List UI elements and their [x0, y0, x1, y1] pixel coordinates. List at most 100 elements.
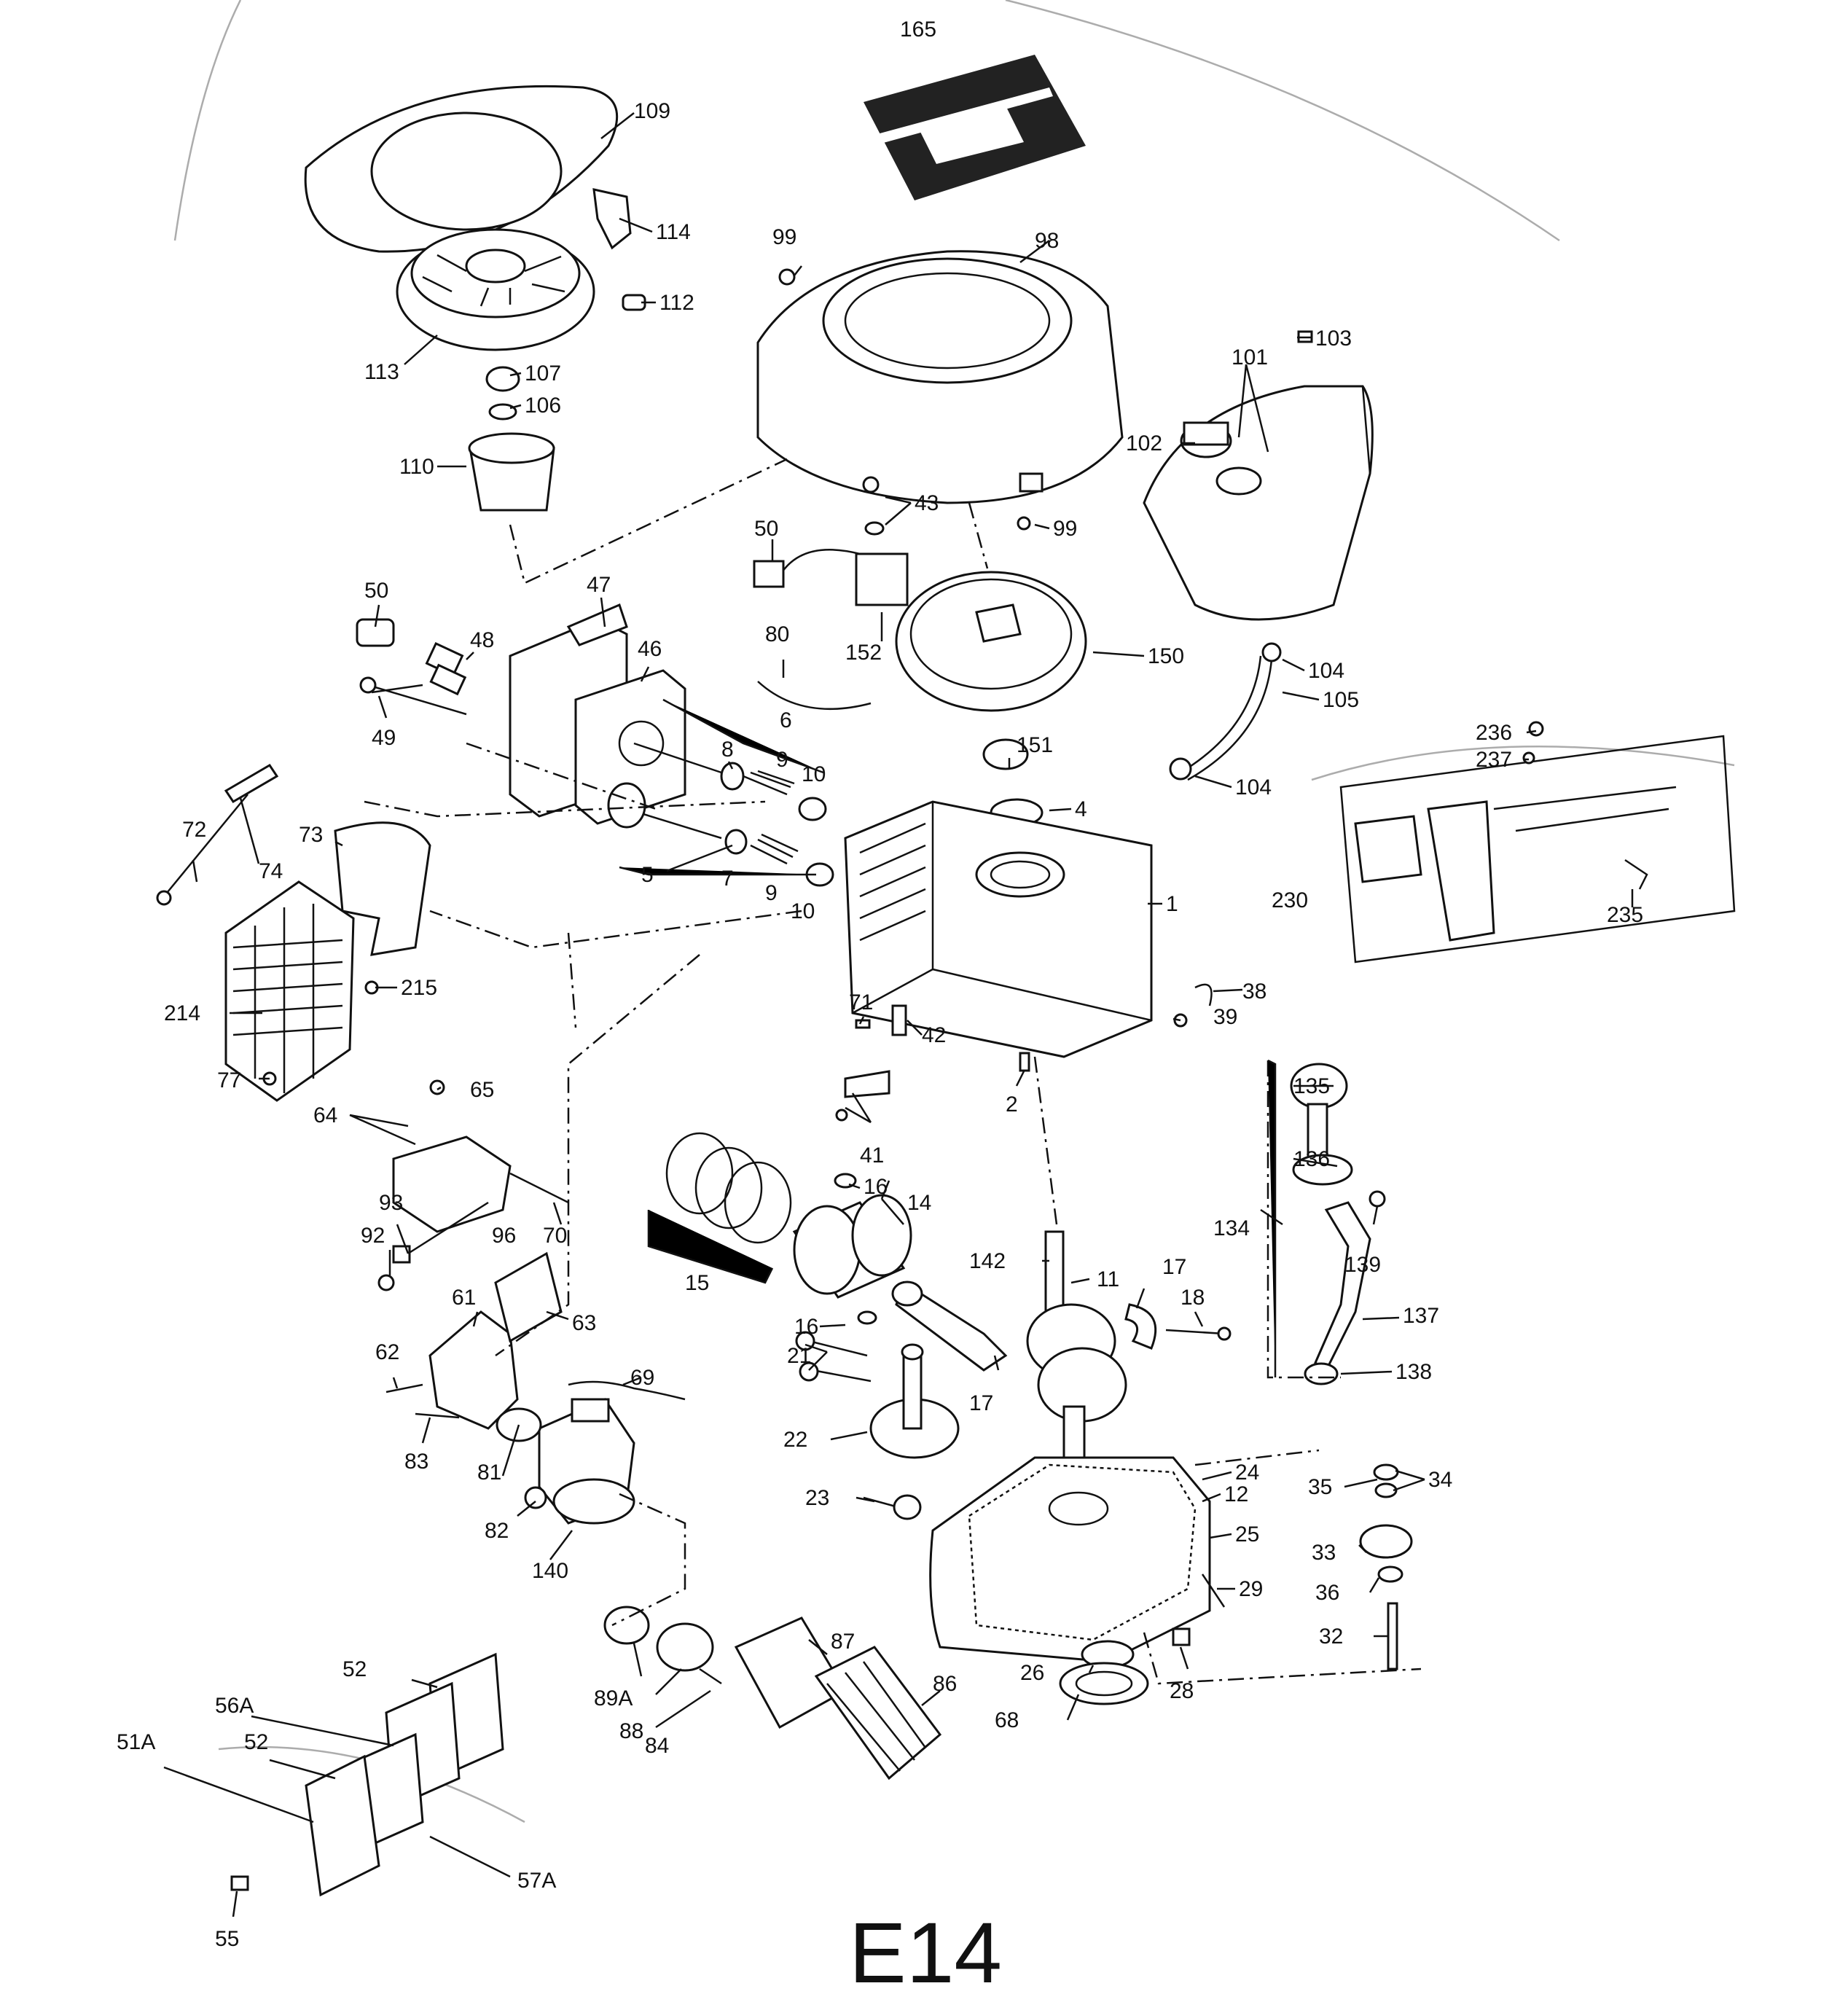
callout-69: 69 — [630, 1366, 654, 1390]
flywheel-part — [895, 571, 1087, 712]
callout-29: 29 — [1239, 1577, 1263, 1601]
callout-25: 25 — [1235, 1522, 1259, 1547]
callout-104-bottom: 104 — [1235, 775, 1272, 799]
callout-93: 93 — [379, 1191, 403, 1215]
ignition-coil-part — [753, 549, 909, 606]
callout-57a: 57A — [517, 1869, 556, 1893]
callout-61: 61 — [452, 1286, 476, 1310]
callout-87: 87 — [831, 1630, 855, 1654]
callout-82: 82 — [485, 1519, 509, 1543]
leader-lines — [163, 112, 1634, 1917]
callout-237: 237 — [1476, 748, 1512, 772]
callout-99-mid: 99 — [1053, 517, 1077, 541]
callout-18: 18 — [1181, 1286, 1205, 1310]
callout-214: 214 — [164, 1001, 200, 1025]
callout-34: 34 — [1428, 1468, 1452, 1492]
callout-103: 103 — [1315, 327, 1352, 351]
sump-part — [929, 1456, 1211, 1663]
callout-50-coil: 50 — [754, 517, 778, 541]
callout-28: 28 — [1170, 1679, 1194, 1703]
ground-wire-part — [757, 681, 872, 711]
callout-38: 38 — [1242, 980, 1266, 1004]
callout-46: 46 — [638, 637, 662, 661]
callout-70: 70 — [543, 1224, 567, 1248]
callout-55: 55 — [215, 1927, 239, 1951]
callout-113: 113 — [364, 360, 399, 384]
callout-139: 139 — [1344, 1253, 1381, 1277]
head-bolt-part — [359, 676, 467, 716]
callout-72: 72 — [182, 818, 206, 842]
callout-7: 7 — [721, 867, 734, 891]
filter-assembly-inset — [218, 1652, 525, 1897]
callout-65: 65 — [470, 1078, 494, 1102]
piston-ring-set-part — [665, 1132, 792, 1244]
callout-17-lower: 17 — [969, 1391, 993, 1415]
rod-cap-part — [1124, 1303, 1232, 1350]
oil-pump-part — [1359, 1463, 1413, 1670]
fuel-tank-part — [1143, 330, 1374, 621]
assembly-lines — [364, 458, 1422, 1685]
group-brackets — [619, 698, 1277, 1377]
callout-63: 63 — [572, 1311, 596, 1335]
callout-21: 21 — [787, 1344, 811, 1368]
callout-96: 96 — [492, 1224, 516, 1248]
callout-102: 102 — [1126, 431, 1162, 456]
callout-4: 4 — [1075, 797, 1087, 821]
engine-block-part — [844, 800, 1153, 1058]
intake-manifold-part — [428, 1251, 563, 1430]
callout-39: 39 — [1213, 1005, 1237, 1029]
callout-2: 2 — [1006, 1092, 1018, 1117]
callout-68: 68 — [995, 1708, 1019, 1732]
spark-plug-part — [356, 618, 467, 696]
oil-seal-parts — [1059, 1573, 1226, 1705]
connecting-rod-part — [857, 1281, 1008, 1372]
governor-linkage-panel — [1339, 735, 1736, 963]
air-filter-parts — [603, 1606, 942, 1780]
decal-part — [864, 55, 1086, 200]
callout-99-top: 99 — [772, 225, 796, 249]
callout-36: 36 — [1315, 1581, 1339, 1605]
muffler-part — [334, 821, 431, 956]
callout-49: 49 — [372, 726, 396, 750]
blower-housing-part — [756, 250, 1124, 504]
callout-12: 12 — [1224, 1482, 1248, 1506]
callout-71: 71 — [849, 990, 873, 1014]
callout-107: 107 — [525, 361, 561, 386]
callout-24: 24 — [1235, 1461, 1259, 1485]
callout-142: 142 — [969, 1249, 1006, 1273]
callout-215: 215 — [401, 976, 437, 1000]
callout-32: 32 — [1319, 1624, 1343, 1649]
callout-9-lower: 9 — [765, 881, 778, 905]
callout-165: 165 — [900, 17, 936, 42]
carburetor-part — [538, 1398, 635, 1525]
callout-152: 152 — [845, 641, 882, 665]
callout-235: 235 — [1607, 903, 1643, 927]
callout-17-upper: 17 — [1162, 1255, 1186, 1279]
callout-10-upper: 10 — [802, 762, 826, 786]
callout-83: 83 — [404, 1450, 428, 1474]
callout-62: 62 — [375, 1340, 399, 1364]
callout-74: 74 — [259, 859, 283, 883]
callout-86: 86 — [933, 1672, 957, 1696]
callout-5: 5 — [641, 863, 654, 887]
valve-set-part — [607, 742, 834, 887]
callout-230: 230 — [1272, 888, 1308, 912]
callout-43: 43 — [915, 491, 939, 515]
callout-77: 77 — [217, 1068, 241, 1092]
callout-150: 150 — [1148, 644, 1184, 668]
seal-151-part — [982, 738, 1029, 770]
callout-109: 109 — [634, 99, 670, 123]
callout-98: 98 — [1035, 229, 1059, 253]
callout-35: 35 — [1308, 1475, 1332, 1499]
fasteners — [262, 268, 1544, 1122]
callout-88: 88 — [619, 1719, 643, 1743]
callout-33: 33 — [1312, 1541, 1336, 1565]
callout-81: 81 — [477, 1461, 501, 1485]
callout-16-lower: 16 — [794, 1315, 818, 1339]
figure-code: E14 — [849, 1905, 1002, 1994]
callout-15: 15 — [685, 1271, 709, 1295]
callout-64: 64 — [313, 1103, 337, 1127]
camshaft-gear-part — [869, 1343, 960, 1459]
muffler-guard-part — [224, 880, 355, 1102]
